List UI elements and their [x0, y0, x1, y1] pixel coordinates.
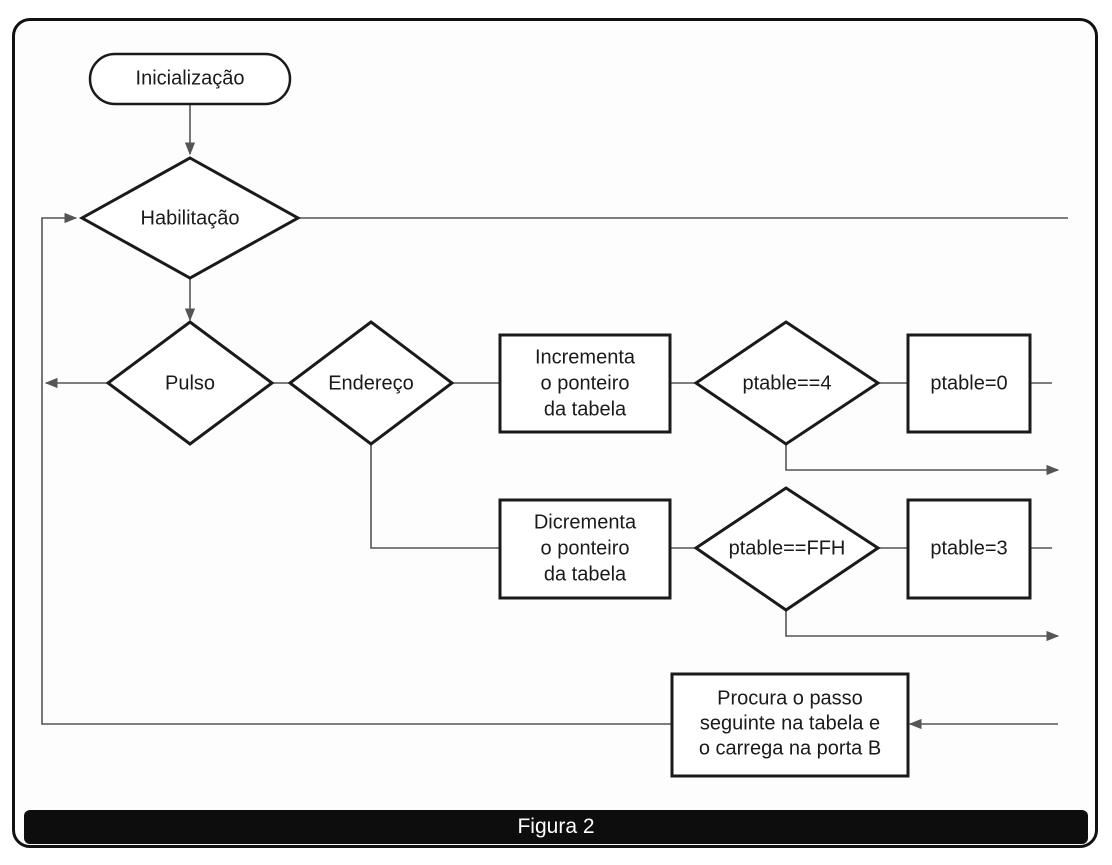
svg-text:o carrega na porta B: o carrega na porta B	[699, 737, 881, 759]
svg-text:Habilitação: Habilitação	[141, 207, 240, 229]
edge-procura-loop-back	[41, 212, 672, 725]
node-set-ptable-0: ptable=0	[906, 333, 1032, 434]
svg-text:seguinte na tabela e: seguinte na tabela e	[700, 712, 880, 734]
svg-text:Inicialização: Inicialização	[136, 67, 245, 89]
svg-text:ptable=0: ptable=0	[930, 372, 1007, 394]
node-incrementa: Incrementa o ponteiro da tabela	[498, 333, 672, 434]
edge-endereco-to-decrementa	[370, 445, 500, 549]
node-habilitacao: Habilitação	[78, 156, 302, 280]
edge-check4-bypass	[785, 445, 1060, 476]
node-inicializacao: Inicialização	[88, 52, 292, 106]
caption-bar: Figura 2	[24, 810, 1088, 844]
svg-text:Endereço: Endereço	[328, 372, 414, 394]
svg-text:o ponteiro: o ponteiro	[541, 372, 630, 394]
svg-text:ptable==FFH: ptable==FFH	[729, 537, 846, 559]
svg-text:Pulso: Pulso	[165, 372, 215, 394]
svg-text:da tabela: da tabela	[544, 563, 627, 585]
svg-text:ptable=3: ptable=3	[930, 537, 1007, 559]
svg-text:o ponteiro: o ponteiro	[541, 537, 630, 559]
node-procura: Procura o passo seguinte na tabela e o c…	[670, 672, 910, 778]
svg-text:Incrementa: Incrementa	[535, 346, 636, 368]
node-decrementa: Dicrementa o ponteiro da tabela	[498, 498, 672, 600]
svg-text:Dicrementa: Dicrementa	[534, 511, 637, 533]
svg-text:da tabela: da tabela	[544, 398, 627, 420]
connectors	[41, 104, 1068, 730]
figure-caption: Figura 2	[517, 815, 595, 838]
svg-text:ptable==4: ptable==4	[743, 372, 832, 394]
svg-text:Procura o passo: Procura o passo	[717, 687, 863, 709]
node-pulso: Pulso	[105, 320, 275, 446]
node-endereco: Endereço	[287, 320, 455, 446]
node-check-ptable-ffh: ptable==FFH	[693, 486, 881, 612]
node-set-ptable-3: ptable=3	[906, 498, 1032, 600]
edge-checkFFH-bypass	[785, 610, 1060, 642]
node-check-ptable-4: ptable==4	[693, 320, 881, 446]
